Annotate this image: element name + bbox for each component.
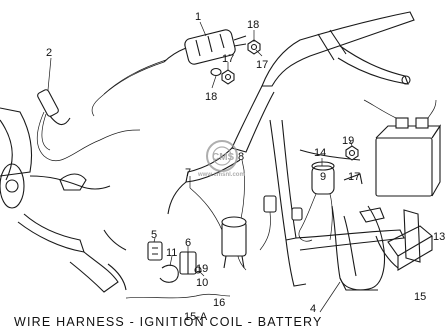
callout-7: 7 xyxy=(185,167,191,179)
callout-15: 15 xyxy=(414,291,426,303)
callout-2: 2 xyxy=(46,47,52,59)
watermark-text: CMS xyxy=(212,152,235,163)
callout-1: 1 xyxy=(195,11,201,23)
callout-15-a: 15-A xyxy=(184,311,208,323)
part-7-coil xyxy=(189,187,247,269)
part-2-lead xyxy=(36,89,141,162)
callout-6: 6 xyxy=(185,237,191,249)
callout-17-top-right: 17 xyxy=(256,59,268,71)
callout-19-right: 19 xyxy=(342,135,354,147)
callout-8: 8 xyxy=(238,151,244,163)
part-14-rectifier xyxy=(291,161,335,242)
part-1-coil xyxy=(91,29,247,117)
callout-16: 16 xyxy=(213,297,225,309)
callout-17-top-left: 17 xyxy=(222,53,234,65)
cms-watermark: CMS www.cmsnl.com xyxy=(197,140,245,178)
callout-17-right: 17 xyxy=(348,171,360,183)
callout-14: 14 xyxy=(314,147,326,159)
callout-11: 11 xyxy=(166,247,177,259)
part-9-fastener xyxy=(345,145,359,161)
callout-18-top: 18 xyxy=(247,19,259,31)
callout-10: 10 xyxy=(196,277,208,289)
callout-13: 13 xyxy=(433,231,445,243)
callout-19-lower: 19 xyxy=(196,263,208,275)
callout-18-lower: 18 xyxy=(205,91,217,103)
leader-lines xyxy=(47,21,353,313)
lower-left-parts xyxy=(125,241,231,299)
frame-drawing xyxy=(0,11,421,293)
callout-numbers: 1 2 18 17 17 18 19 14 9 17 8 7 5 11 6 19… xyxy=(46,11,445,323)
callout-9: 9 xyxy=(320,171,326,183)
watermark-subtext: www.cmsnl.com xyxy=(197,172,245,178)
callout-4: 4 xyxy=(310,303,316,315)
battery-holders xyxy=(331,205,433,291)
battery xyxy=(363,99,442,197)
diagram-caption: WIRE HARNESS - IGNITION COIL - BATTERY xyxy=(14,315,323,329)
callout-5: 5 xyxy=(151,229,157,241)
